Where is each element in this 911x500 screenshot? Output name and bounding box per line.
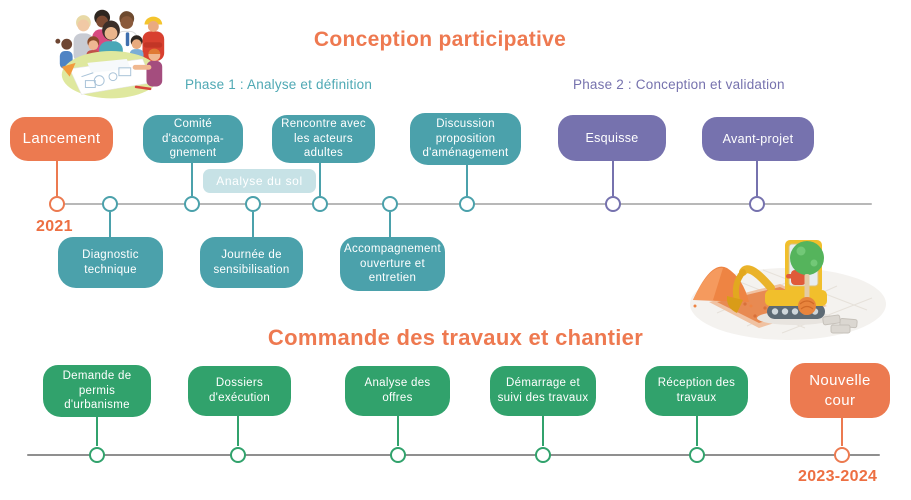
milestone-diagnostic-technique: Diagnostic technique — [58, 237, 163, 288]
connector-avant-projet — [756, 160, 758, 196]
timeline1-node-lancement — [49, 196, 65, 212]
milestone-analyse-du-sol: Analyse du sol — [203, 169, 316, 193]
timeline2-node-nouvelle-cour — [834, 447, 850, 463]
milestone-nouvelle-cour: Nouvelle cour — [790, 363, 890, 418]
milestone-lancement: Lancement — [10, 117, 113, 161]
timeline2-node-dossiers — [230, 447, 246, 463]
milestone-avant-projet: Avant-projet — [702, 117, 814, 161]
connector-diagnostic — [109, 212, 111, 237]
connector-comite — [191, 162, 193, 196]
timeline1-node-diagnostic — [102, 196, 118, 212]
connector-dossiers — [237, 416, 239, 446]
connector-offres — [397, 416, 399, 446]
timeline1-node-esquisse — [605, 196, 621, 212]
timeline1-node-discussion — [459, 196, 475, 212]
connector-lancement — [56, 158, 58, 196]
connector-esquisse — [612, 160, 614, 196]
people-around-table-illustration — [55, 9, 165, 99]
milestone-rencontre-acteurs: Rencontre avec les acteurs adultes — [272, 115, 375, 163]
connector-accompagnement — [389, 212, 391, 237]
milestone-esquisse: Esquisse — [558, 115, 666, 161]
milestone-analyse-offres: Analyse des offres — [345, 366, 450, 416]
connector-permis — [96, 417, 98, 446]
section2-title: Commande des travaux et chantier — [267, 325, 644, 350]
connector-discussion — [466, 164, 468, 196]
milestone-dossiers-execution: Dossiers d'exécution — [188, 366, 291, 416]
connector-journee — [252, 212, 254, 237]
excavator-illustration — [690, 240, 886, 340]
milestone-accompagnement-ouverture: Accompagnement ouverture et entretien — [340, 237, 445, 291]
year-2021: 2021 — [36, 218, 73, 235]
timeline2-node-demarrage — [535, 447, 551, 463]
timeline2-node-offres — [390, 447, 406, 463]
timeline1-node-accompagnement — [382, 196, 398, 212]
connector-demarrage — [542, 416, 544, 446]
milestone-discussion-amenagement: Discussion proposition d'aménagement — [410, 113, 521, 165]
milestone-comite-accompagnement: Comité d'accompa- gnement — [143, 115, 243, 163]
timeline2-node-permis — [89, 447, 105, 463]
timeline1-node-avant-projet — [749, 196, 765, 212]
timeline2-node-reception — [689, 447, 705, 463]
phase2-label: Phase 2 : Conception et validation — [573, 77, 785, 92]
milestone-journee-sensibilisation: Journée de sensibilisation — [200, 237, 303, 288]
year-2023-2024: 2023-2024 — [798, 468, 878, 485]
connector-nouvelle-cour — [841, 418, 843, 446]
connector-rencontre — [319, 162, 321, 196]
milestone-reception-travaux: Réception des travaux — [645, 366, 748, 416]
timeline1-node-journee — [245, 196, 261, 212]
connector-reception — [696, 416, 698, 446]
timeline1-node-rencontre — [312, 196, 328, 212]
section1-title: Conception participative — [313, 28, 567, 51]
milestone-demande-permis: Demande de permis d'urbanisme — [43, 365, 151, 417]
milestone-demarrage-suivi: Démarrage et suivi des travaux — [490, 366, 596, 416]
phase1-label: Phase 1 : Analyse et définition — [185, 77, 373, 92]
timeline1-node-comite — [184, 196, 200, 212]
timeline2-axis — [27, 454, 880, 456]
